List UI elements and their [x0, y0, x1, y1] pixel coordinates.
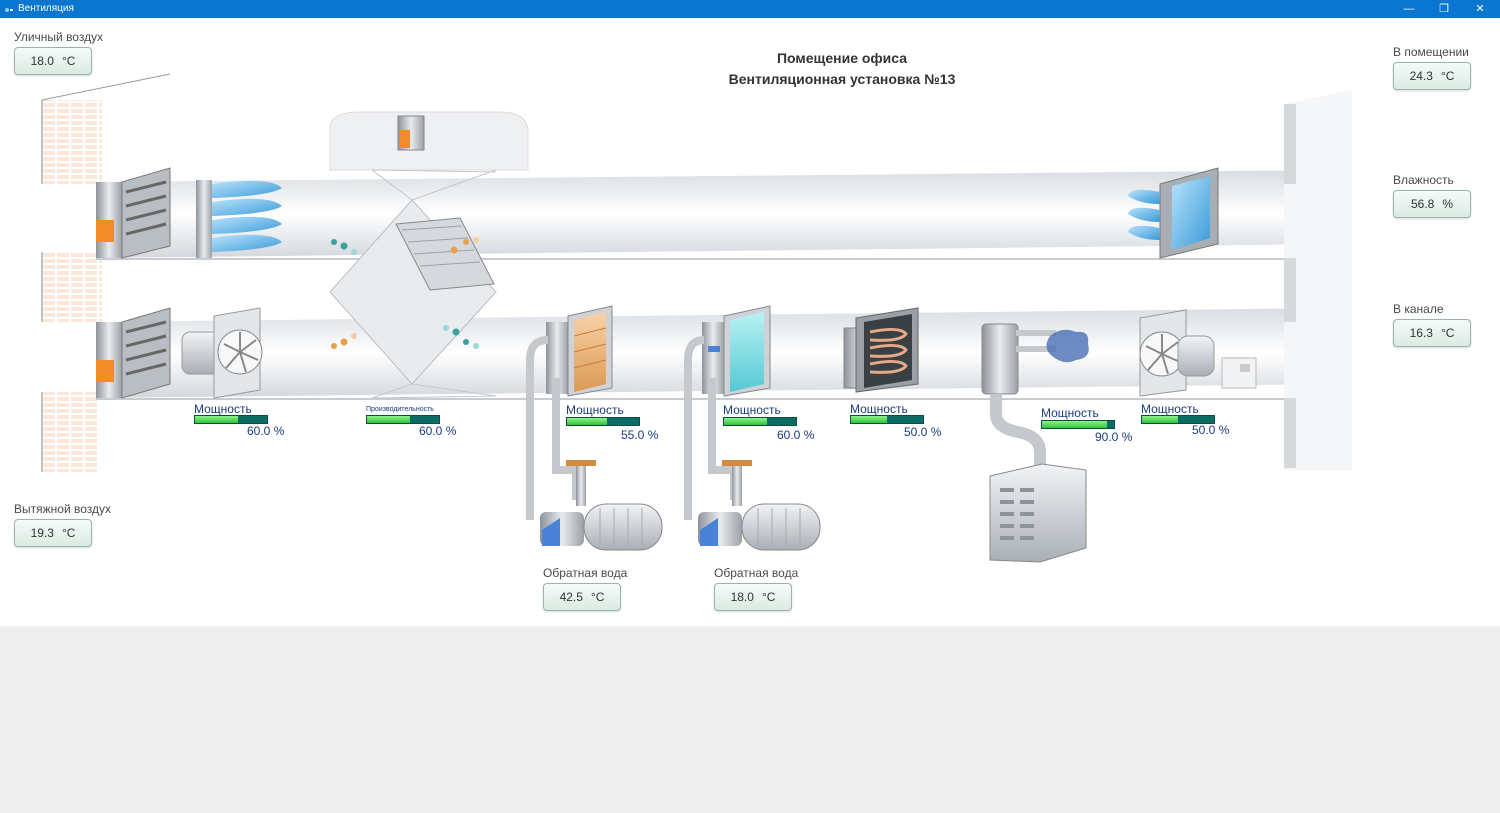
fan-icon — [1139, 309, 1257, 397]
wall-left-top — [42, 100, 102, 184]
power-value: 60.0 % — [247, 424, 285, 438]
humidifier-icon — [981, 323, 1089, 563]
humidity-value: 56.8% — [1393, 190, 1471, 218]
minimize-button[interactable]: — — [1403, 3, 1415, 15]
unit-title: Вентиляционная установка №13 — [728, 71, 956, 87]
title-bar: Вентиляция — ❐ ✕ — [0, 0, 1500, 18]
return-water-value: 18.0°C — [714, 583, 792, 611]
exhaust-air-value: 19.3°C — [14, 519, 92, 547]
power-value: 50.0 % — [904, 425, 942, 439]
wall-left-mid — [42, 252, 102, 322]
power-bar — [1041, 420, 1115, 429]
duct-temp-label: В канале — [1393, 302, 1444, 316]
pump-icon — [540, 460, 663, 551]
outdoor-air-label: Уличный воздух — [14, 30, 104, 44]
power-bar — [366, 415, 440, 424]
damper-icon — [96, 167, 171, 259]
wall-right — [1284, 90, 1352, 470]
power-value: 60.0 % — [777, 428, 815, 442]
filter-icon — [1128, 167, 1219, 259]
page-title: Помещение офиса — [776, 50, 908, 66]
power-bar-fill — [567, 418, 607, 425]
power-value: 60.0 % — [419, 424, 457, 438]
power-bar — [194, 415, 268, 424]
power-bar-fill — [851, 416, 887, 423]
outdoor-air-value: 18.0°C — [14, 47, 92, 75]
exhaust-air-label: Вытяжной воздух — [14, 502, 112, 516]
room-temp-value: 24.3°C — [1393, 62, 1471, 90]
power-label: Мощность — [1141, 402, 1199, 416]
power-bar-fill — [724, 418, 768, 425]
power-bar-fill — [367, 416, 411, 423]
power-value: 55.0 % — [621, 428, 659, 442]
fan-icon — [181, 307, 263, 399]
power-label: Мощность — [723, 403, 781, 417]
power-label: Мощность — [1041, 406, 1099, 420]
power-label: Мощность — [850, 402, 908, 416]
ventilation-scheme — [41, 73, 1352, 563]
damper-icon — [96, 307, 171, 399]
power-bar — [723, 417, 797, 426]
window-title: Вентиляция — [18, 3, 74, 14]
wall-left-bottom — [42, 392, 98, 472]
return-water-value: 42.5°C — [543, 583, 621, 611]
room-temp-label: В помещении — [1393, 45, 1469, 59]
app-icon — [5, 8, 13, 12]
power-bar — [1141, 415, 1215, 424]
close-button[interactable]: ✕ — [1475, 3, 1485, 15]
power-label: Мощность — [194, 402, 252, 416]
power-bar — [850, 415, 924, 424]
maximize-button[interactable]: ❐ — [1439, 3, 1449, 15]
duct-temp-value: 16.3°C — [1393, 319, 1471, 347]
cooler-coil-icon — [684, 305, 771, 520]
pump-icon — [698, 460, 821, 551]
power-bar-fill — [1042, 421, 1107, 428]
power-bar — [566, 417, 640, 426]
power-bar-fill — [1142, 416, 1178, 423]
capacity-label: Производительность — [366, 406, 434, 413]
humidity-label: Влажность — [1393, 173, 1454, 187]
power-value: 90.0 % — [1095, 430, 1133, 444]
power-bar-fill — [195, 416, 239, 423]
electric-heater-icon — [843, 307, 919, 393]
power-label: Мощность — [566, 403, 624, 417]
return-water-label: Обратная вода — [714, 566, 799, 580]
heat-exchanger-icon — [329, 111, 529, 399]
power-value: 50.0 % — [1192, 423, 1230, 437]
return-water-label: Обратная вода — [543, 566, 628, 580]
filter-icon — [196, 180, 282, 258]
